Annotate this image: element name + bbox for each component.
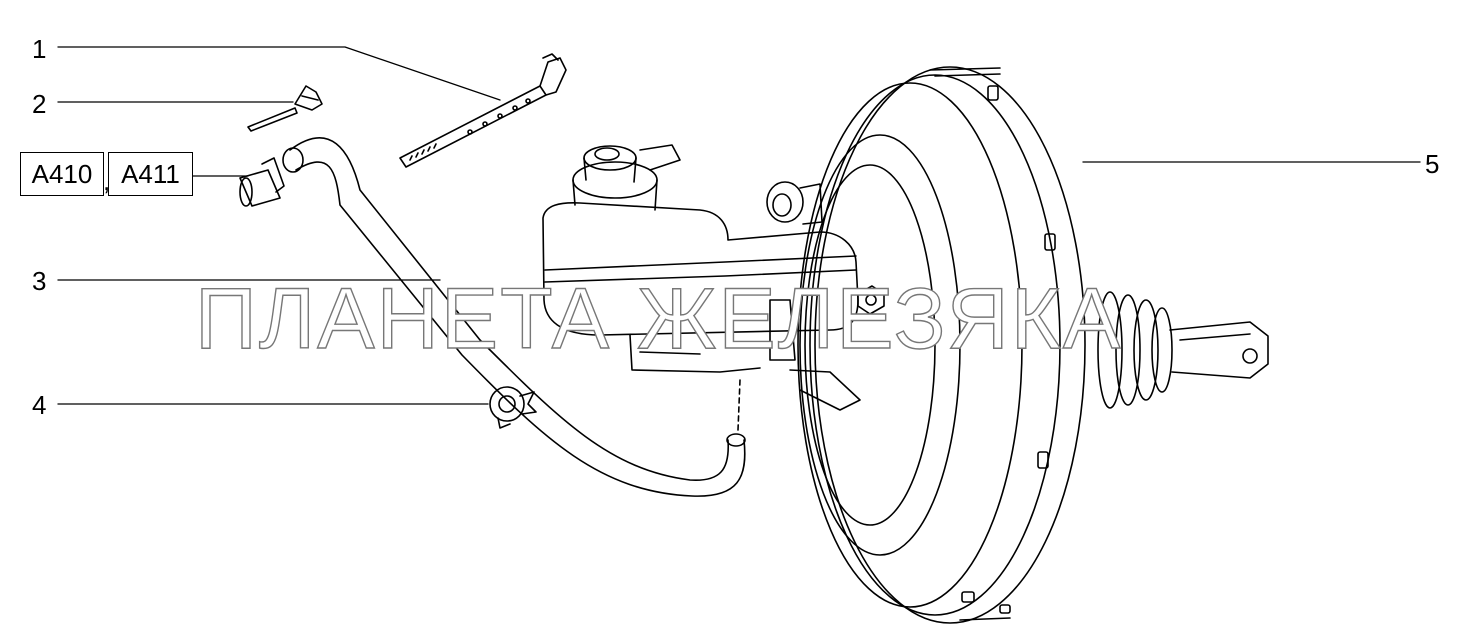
push-rod-boot (1097, 291, 1269, 409)
reference-separator: , (103, 166, 111, 196)
callout-1: 1 (32, 34, 47, 64)
hose-fitting (239, 157, 285, 207)
clip-part-4 (489, 386, 537, 429)
vacuum-booster-part-5 (797, 66, 1086, 624)
callout-5: 5 (1425, 149, 1440, 179)
callout-3: 3 (32, 266, 47, 296)
reference-box-a410[interactable]: A410 (20, 152, 104, 196)
cable-tie-part-1 (399, 53, 567, 168)
hose-clamp-part-2 (247, 85, 323, 132)
callout-2: 2 (32, 89, 47, 119)
leader-lines (57, 46, 1421, 405)
fluid-hose-part-3 (282, 137, 746, 497)
callout-4: 4 (32, 390, 47, 420)
master-cylinder (542, 144, 885, 431)
leader-line-1 (57, 46, 501, 101)
reference-box-a411[interactable]: A411 (108, 152, 193, 196)
